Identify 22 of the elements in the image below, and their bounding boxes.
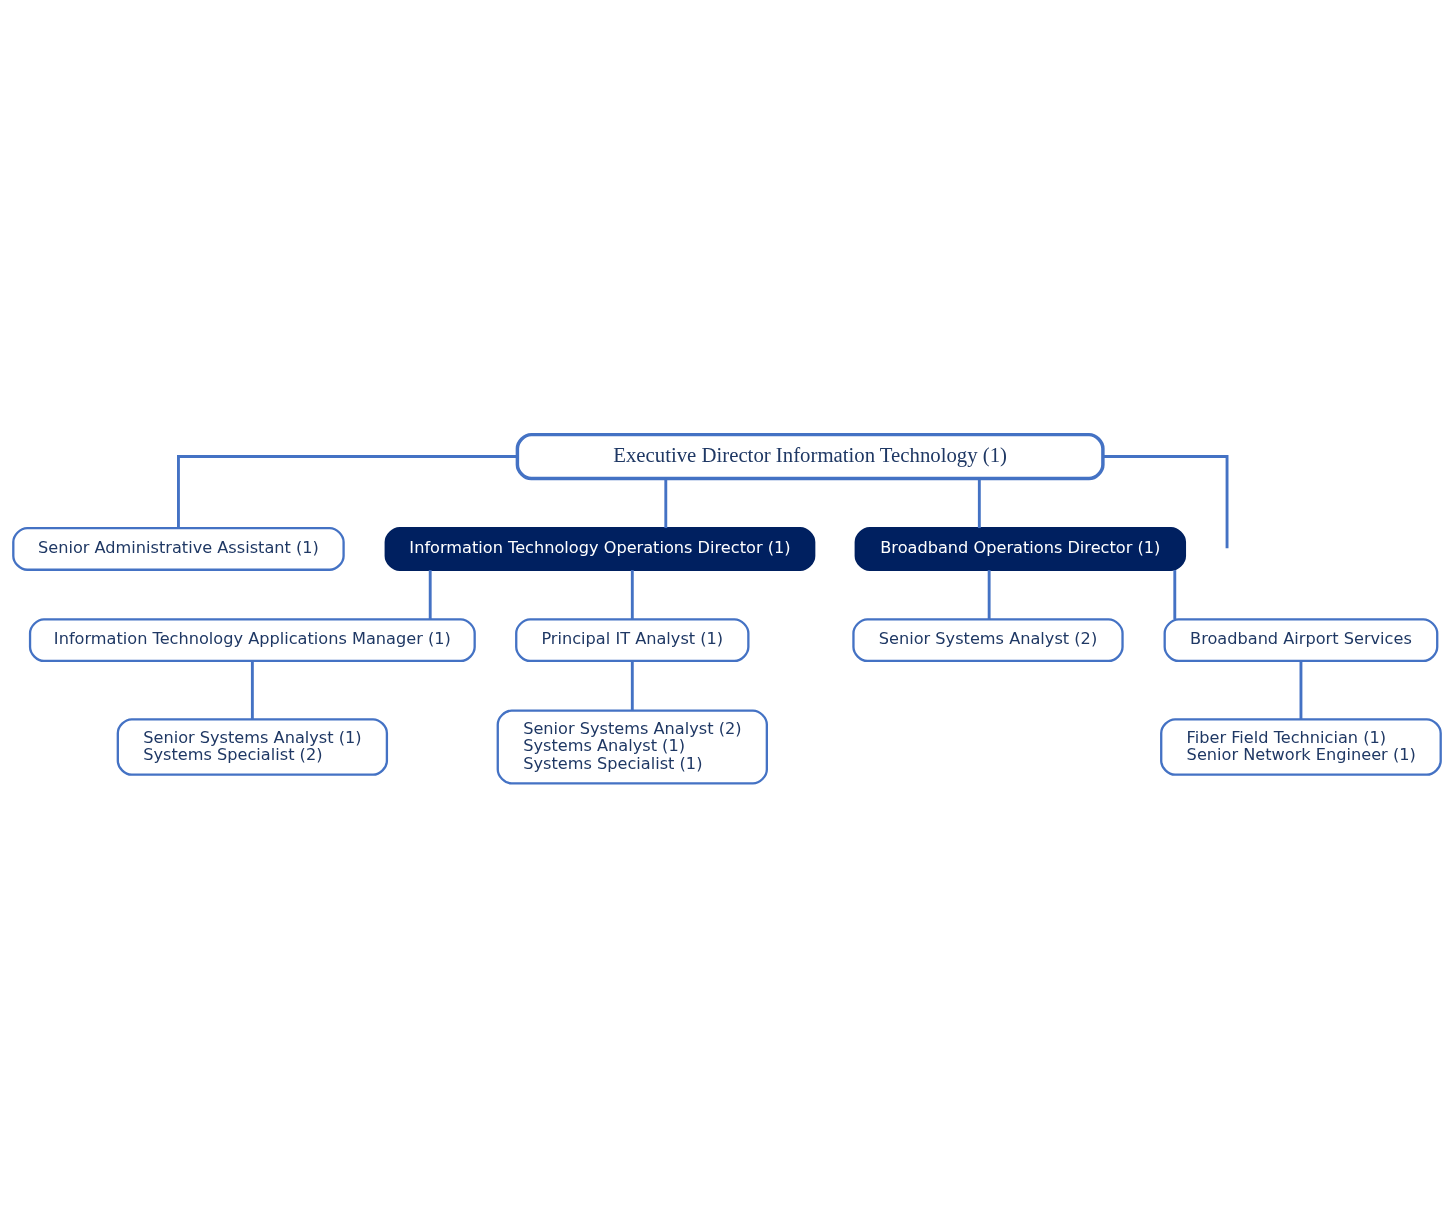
node-box: Senior Systems Analyst (1) Systems Specialist (2) xyxy=(116,718,389,776)
connector xyxy=(177,455,517,528)
connector xyxy=(1173,570,1177,620)
node-box: Principal IT Analyst (1) xyxy=(515,618,750,663)
node-box: Information Technology Applications Manager (1) xyxy=(28,618,476,663)
connector xyxy=(630,570,634,620)
connector xyxy=(977,478,981,529)
node-box: Broadband Airport Services xyxy=(1163,618,1439,663)
connector xyxy=(428,570,432,620)
node-box: Information Technology Operations Director (1) xyxy=(384,527,816,571)
node-box: Senior Systems Analyst (2) xyxy=(852,618,1124,663)
node-box: Fiber Field Technician (1) Senior Network Engineer (1) xyxy=(1160,718,1442,776)
connector xyxy=(987,570,991,620)
node-box: Senior Administrative Assistant (1) xyxy=(12,527,345,571)
connector xyxy=(630,661,634,711)
node-box: Senior Systems Analyst (2) Systems Analyst (1) Systems Specialist (1) xyxy=(496,709,768,785)
connector xyxy=(1299,661,1303,720)
node-box: Executive Director Information Technology (1) xyxy=(515,432,1105,481)
connector xyxy=(664,478,668,529)
connector xyxy=(250,661,254,720)
connector xyxy=(1103,455,1229,549)
node-box: Broadband Operations Director (1) xyxy=(854,527,1187,571)
